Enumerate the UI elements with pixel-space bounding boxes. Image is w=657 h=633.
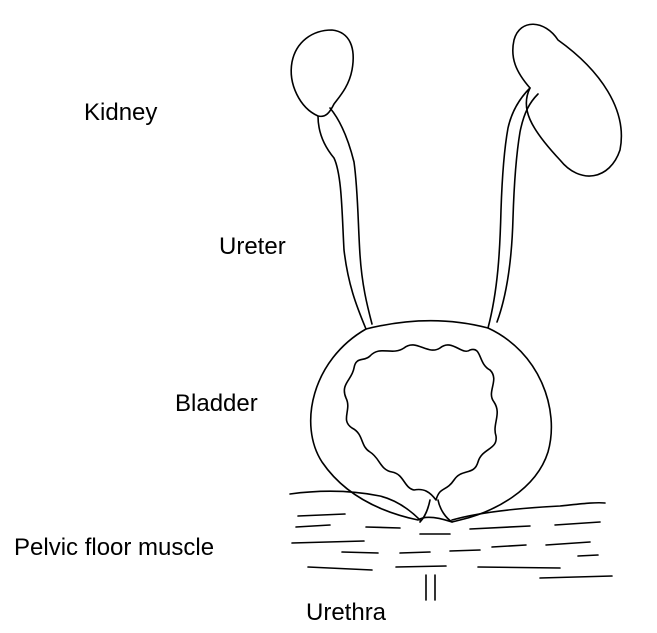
- pelvic-floor-line-2d: [470, 526, 530, 529]
- bladder-lining: [344, 345, 497, 500]
- ureter-label: Ureter: [219, 235, 286, 259]
- pelvic-floor-line-5b: [396, 566, 446, 567]
- pelvic-floor-line-6a: [540, 576, 612, 578]
- pelvic-floor-line-4a: [342, 552, 378, 553]
- left-ureter-inner: [330, 108, 372, 324]
- pelvic-floor-line-2c: [366, 527, 400, 528]
- pelvic-floor-line-2e: [555, 522, 600, 525]
- left-kidney: [291, 30, 353, 116]
- pelvic-floor-line-3c: [492, 545, 526, 547]
- pelvic-floor-line-2a: [298, 514, 345, 516]
- pelvic-floor-upper-right: [452, 503, 605, 520]
- pelvic-floor-line-4d: [578, 555, 598, 556]
- pelvic-floor-line-5a: [308, 567, 372, 570]
- pelvic-floor-line-3a: [292, 541, 364, 543]
- pelvic-floor-line-4b: [400, 552, 430, 553]
- pelvic-floor-line-2b: [296, 525, 330, 527]
- pelvic-floor-line-3d: [546, 542, 590, 545]
- bladder-label: Bladder: [175, 392, 258, 416]
- pelvic-floor-line-4c: [450, 550, 480, 551]
- urethra-label: Urethra: [306, 601, 386, 625]
- right-ureter-inner: [497, 94, 538, 322]
- pelvic-floor-line-5c: [478, 567, 560, 568]
- right-ureter-outer: [488, 88, 530, 328]
- pelvic-floor-muscle-label: Pelvic floor muscle: [14, 536, 214, 560]
- right-kidney: [513, 24, 622, 176]
- kidney-label: Kidney: [84, 101, 157, 125]
